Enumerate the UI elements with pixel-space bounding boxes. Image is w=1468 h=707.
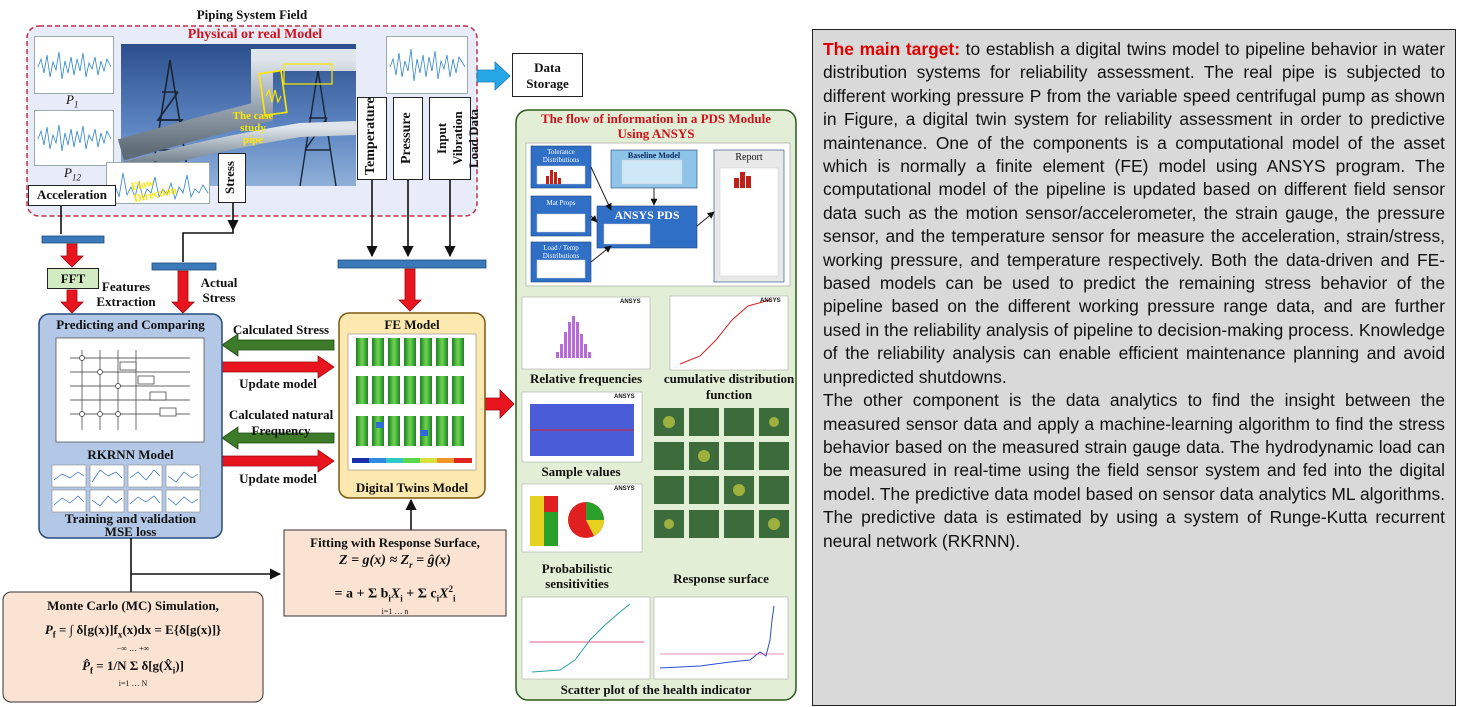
waveform-p1 [34, 36, 114, 94]
chart-scatter-right [653, 596, 789, 680]
pds-matprops-label: Mat Props [546, 199, 576, 207]
fitting-sum-limits: i=1 … n [381, 607, 409, 617]
sensor-bar [337, 259, 487, 269]
main-pipe [117, 49, 356, 161]
description-paragraph-2: The other component is the data analytic… [823, 390, 1445, 551]
caption-probabilistic: Probabilistic sensitivities [541, 561, 613, 591]
waveform-p12 [34, 110, 114, 166]
arrow-calc-stress [221, 333, 335, 357]
fitting-box [283, 529, 507, 617]
piping-field-title: Piping System Field [196, 7, 308, 22]
caption-scatter: Scatter plot of the health indicator [560, 682, 752, 697]
arrow-fft-predict [60, 289, 84, 314]
chart-scatter-left [521, 596, 651, 680]
stress-bar [151, 262, 217, 271]
arrow-stress-predict [171, 270, 195, 314]
arrow-calc-freq [221, 426, 335, 450]
actual-stress-label: Actual Stress [200, 275, 238, 305]
fitting-eq1: Z = g(x) ≈ Zr = ĝ(x) [339, 553, 451, 570]
monte-carlo-box [2, 591, 264, 703]
mse-label: MSE loss [104, 524, 157, 539]
pds-report-label: Report [735, 152, 763, 163]
main-target-label: The main target: [823, 39, 960, 59]
calculated-stress-label: Calculated Stress [232, 322, 330, 337]
fft-box: FFT [47, 268, 99, 289]
mc-sum-limits: i=1 … N [118, 679, 148, 689]
fitting-eq2: = a + Σ biXi + Σ ciX2i [334, 583, 456, 604]
rkrnn-model-label: RKRNN Model [87, 447, 174, 462]
pds-ansys-pds-label: ANSYS PDS [614, 208, 680, 222]
acc-bar [41, 235, 105, 244]
update-model-label-2: Update model [239, 471, 317, 486]
mc-eq2: P̂f = 1/N Σ δ[g(X̂i)] [82, 657, 184, 676]
monte-carlo-formula: Monte Carlo (MC) Simulation, Pf = ∫ δ[g(… [3, 597, 263, 688]
stress-label: Stress [218, 153, 246, 203]
calculated-frequency-label: Calculated natural Frequency [228, 407, 334, 438]
physical-model-title: Physical or real Model [187, 27, 323, 42]
fe-color-legend [352, 458, 472, 463]
description-paragraph-1: The main target: to establish a digital … [823, 39, 1445, 387]
diagram-canvas [2, 25, 797, 703]
arrow-fe-pds [484, 389, 515, 419]
ansys-tag-4: ANSYS [614, 486, 635, 492]
predicting-title: Predicting and Comparing [56, 317, 205, 332]
caption-sample-values: Sample values [541, 464, 621, 479]
mc-int-limits: −∞ … +∞ [116, 643, 150, 653]
fe-cylinders [356, 338, 464, 446]
pds-tolerance-label: Tolerance Distributions [542, 148, 580, 164]
ansys-tag-1: ANSYS [620, 299, 641, 305]
pds-baseline-label: Baseline Model [627, 151, 681, 160]
features-extraction-label: Features Extraction [96, 279, 156, 309]
ansys-tag-3: ANSYS [614, 394, 635, 400]
chart-relative-freq [521, 296, 651, 370]
acceleration-label: Acceleration [28, 185, 116, 206]
chart-cumulative [669, 295, 789, 371]
label-p1: P1 [66, 92, 79, 110]
case-study-highlight [258, 69, 288, 117]
training-label: Training and validation [64, 511, 197, 526]
waveform-top-right [386, 36, 468, 94]
mc-eq1: Pf = ∫ δ[g(x)]fx(x)dx = E{δ[g(x)]} [44, 622, 222, 640]
waveform-bottom [106, 162, 210, 204]
fitting-formula: Fitting with Response Surface, Z = g(x) … [284, 534, 506, 616]
label-p12: P12 [64, 165, 81, 183]
vibration-label: Input Vibration Load Data [429, 97, 481, 180]
pressure-label: Pressure [393, 97, 423, 180]
digital-twins-label: Digital Twins Model [355, 480, 469, 495]
caption-response-surface: Response surface [673, 571, 769, 586]
caption-cumulative: cumulative distribution function [663, 371, 795, 402]
fe-model-title: FE Model [384, 317, 440, 332]
arrow-acc-fft [60, 243, 84, 268]
arrow-update1 [221, 355, 335, 379]
update-model-label-1: Update model [239, 376, 317, 391]
caption-relative-frequencies: Relative frequencies [529, 371, 643, 386]
description-panel: The main target: to establish a digital … [812, 29, 1456, 706]
arrow-data-storage [476, 61, 511, 91]
arrow-update2 [221, 449, 335, 473]
ansys-tag-2: ANSYS [760, 298, 781, 304]
description-text: The main target: to establish a digital … [823, 38, 1445, 553]
pds-title: The flow of information in a PDS Module … [540, 111, 772, 141]
arrow-bar-fe [398, 268, 422, 312]
chart-response-surface [654, 408, 789, 538]
mc-title: Monte Carlo (MC) Simulation, [47, 598, 219, 613]
fitting-title: Fitting with Response Surface, [310, 535, 480, 550]
temperature-label: Temperature [357, 97, 387, 180]
pds-loadtemp-label: Load / Temp Distributions [542, 244, 580, 260]
